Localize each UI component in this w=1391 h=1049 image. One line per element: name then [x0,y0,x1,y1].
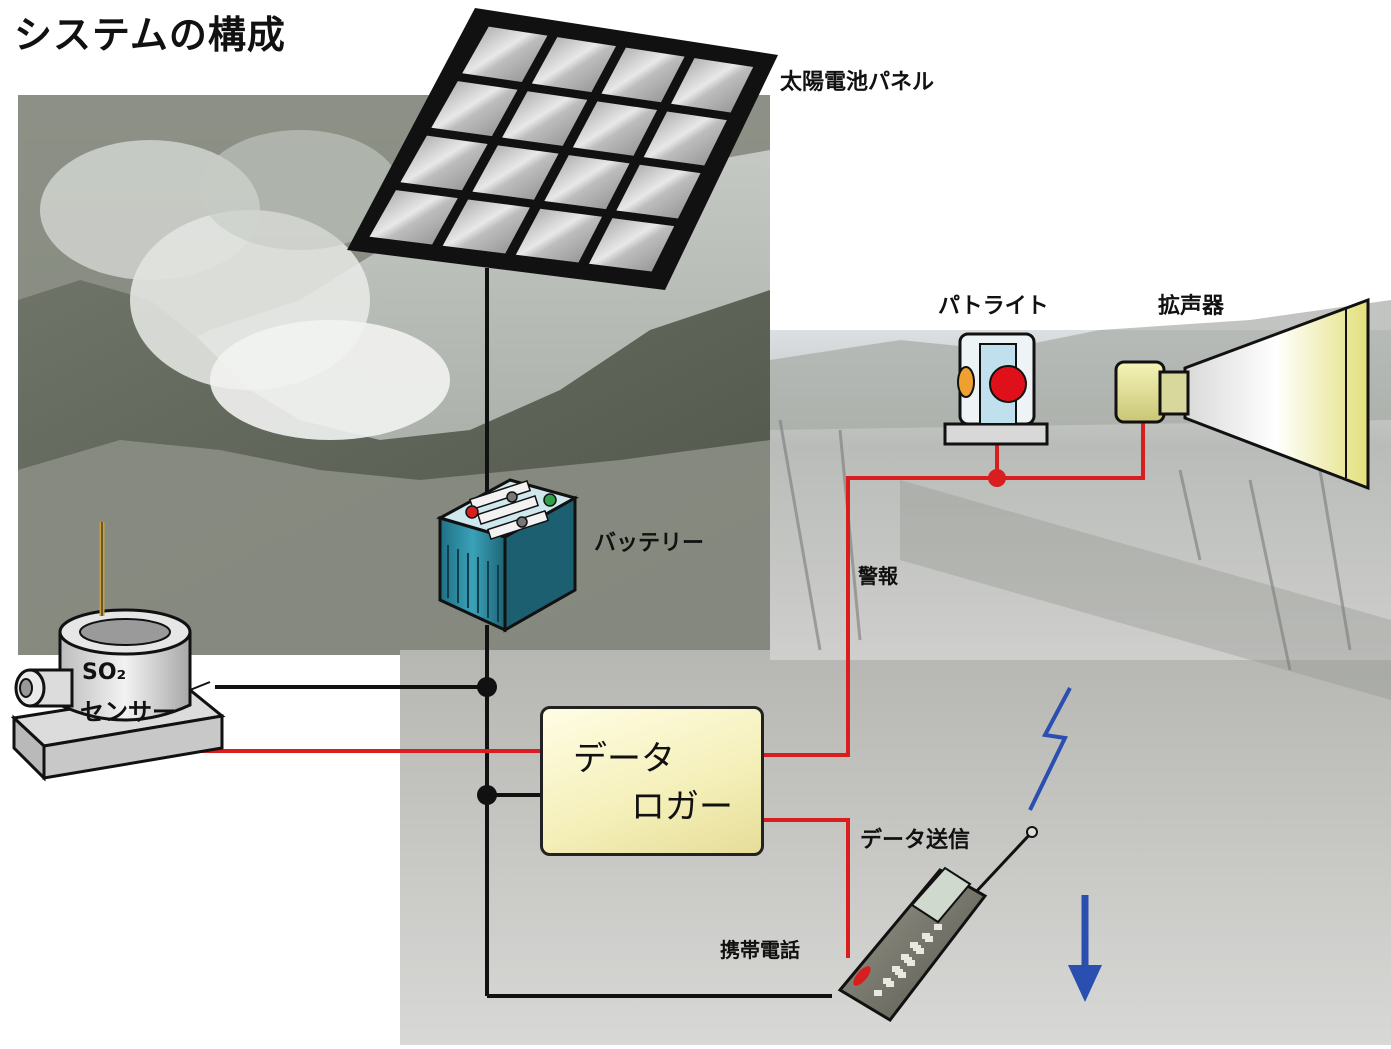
solar-panel-label: 太陽電池パネル [780,70,935,95]
phone-key [883,978,891,984]
battery-label: バッテリー [594,531,705,556]
data-send-label: データ送信 [860,828,971,853]
data-logger: データ ロガー [540,706,764,856]
phone-keypad [874,924,942,996]
solar-cell [616,164,701,219]
phone-key [901,954,909,960]
page-title: システムの構成 [14,13,286,57]
phone-key [892,966,900,972]
junction-dot [477,677,497,697]
solar-cell [601,47,685,103]
junction-dot [988,469,1006,487]
solar-cell [588,218,675,272]
solar-cell [431,81,518,137]
solar-cell [502,91,588,146]
solar-cell [671,58,754,113]
loudspeaker [1114,297,1370,491]
solar-cell [544,155,630,210]
phone-key [874,990,882,996]
solar-cells [369,26,754,272]
battery [436,478,579,633]
so2-sensor [10,522,226,782]
solar-cell [643,111,727,166]
mobile-phone [837,826,1038,1022]
patlite-lamp [943,332,1049,446]
patlite-label: パトライト [938,294,1049,319]
data-logger-label-line2: ロガー [631,787,733,827]
phone-key [922,933,930,939]
alarm-label: 警報 [858,564,898,588]
solar-panel [347,8,778,290]
solar-cell [462,26,548,82]
solar-cell [572,101,658,156]
sensor-label: センサー [80,698,176,726]
solar-cell [442,199,530,254]
solar-cell [531,37,617,93]
loudspeaker-label: 拡声器 [1158,294,1225,319]
solar-cell [369,190,458,245]
lightning-icon [1028,687,1072,811]
data-logger-label-line1: データ [573,739,675,779]
mobile-phone-label: 携帯電話 [720,938,800,962]
junction-dot [477,785,497,805]
phone-key [910,942,918,948]
down-arrow-icon [1068,895,1102,1002]
phone-key [934,924,942,930]
so2-label: SO₂ [82,660,127,685]
solar-cell [400,135,488,191]
solar-cell [472,145,559,200]
solar-cell [515,208,603,263]
